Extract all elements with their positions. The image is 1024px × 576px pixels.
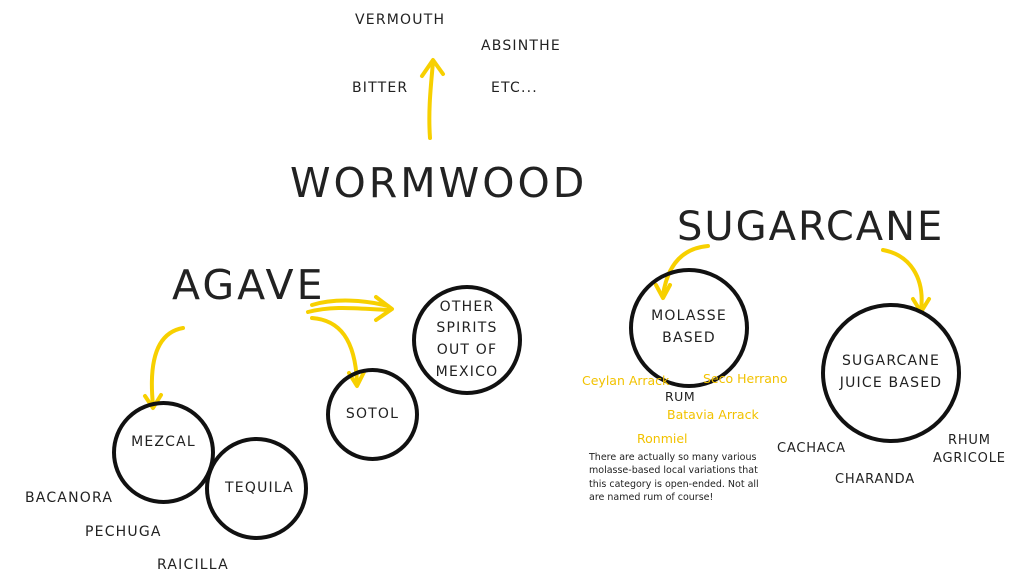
molasse-note: There are actually so many various molas… bbox=[589, 452, 759, 503]
agave-item-pechuga: PECHUGA bbox=[85, 524, 162, 540]
molasse-label: MOLASSE BASED bbox=[651, 308, 727, 346]
wormwood-item-bitter: BITTER bbox=[352, 80, 409, 96]
tequila-circle: TEQUILA bbox=[205, 437, 308, 540]
sugarcane-title: SUGARCANE bbox=[677, 204, 945, 250]
mezcal-label: MEZCAL bbox=[131, 433, 196, 450]
agave-title: AGAVE bbox=[172, 261, 326, 309]
molasse-item-seco-herrano: Seco Herrano bbox=[703, 371, 788, 386]
molasse-item-ronmiel: Ronmiel bbox=[637, 431, 688, 446]
sotol-circle: SOTOL bbox=[326, 368, 419, 461]
tequila-label: TEQUILA bbox=[225, 479, 294, 496]
agave-to-mezcal-arrow bbox=[149, 326, 185, 407]
other-spirits-circle: OTHER SPIRITS OUT OF MEXICO bbox=[412, 285, 522, 395]
molasse-item-rum: RUM bbox=[665, 389, 696, 404]
wormwood-item-absinthe: ABSINTHE bbox=[481, 38, 561, 54]
other-spirits-label: OTHER SPIRITS OUT OF MEXICO bbox=[435, 298, 499, 380]
molasse-item-ceylan-arrack: Ceylan Arrack bbox=[582, 373, 670, 388]
sotol-label: SOTOL bbox=[345, 405, 400, 422]
sugarcane-juice-label: SUGARCANE JUICE BASED bbox=[839, 353, 943, 391]
molasse-item-batavia-arrack: Batavia Arrack bbox=[667, 407, 759, 422]
juice-item-rhum-agricole: RHUM AGRICOLE bbox=[933, 433, 1006, 466]
juice-item-cachaca: CACHACA bbox=[777, 441, 846, 456]
wormwood-item-etc: ETC... bbox=[491, 80, 538, 96]
molasse-circle: MOLASSE BASED bbox=[629, 268, 749, 388]
wormwood-title: WORMWOOD bbox=[290, 159, 588, 207]
juice-item-charanda: CHARANDA bbox=[835, 472, 915, 487]
agave-item-bacanora: BACANORA bbox=[25, 490, 114, 506]
wormwood-arrow bbox=[427, 60, 435, 140]
wormwood-item-vermouth: VERMOUTH bbox=[355, 12, 446, 28]
agave-item-raicilla: RAICILLA bbox=[157, 557, 229, 573]
sugarcane-juice-circle: SUGARCANE JUICE BASED bbox=[821, 303, 961, 443]
sugarcane-to-juice-arrow bbox=[881, 248, 924, 312]
mezcal-circle: MEZCAL bbox=[112, 401, 215, 504]
